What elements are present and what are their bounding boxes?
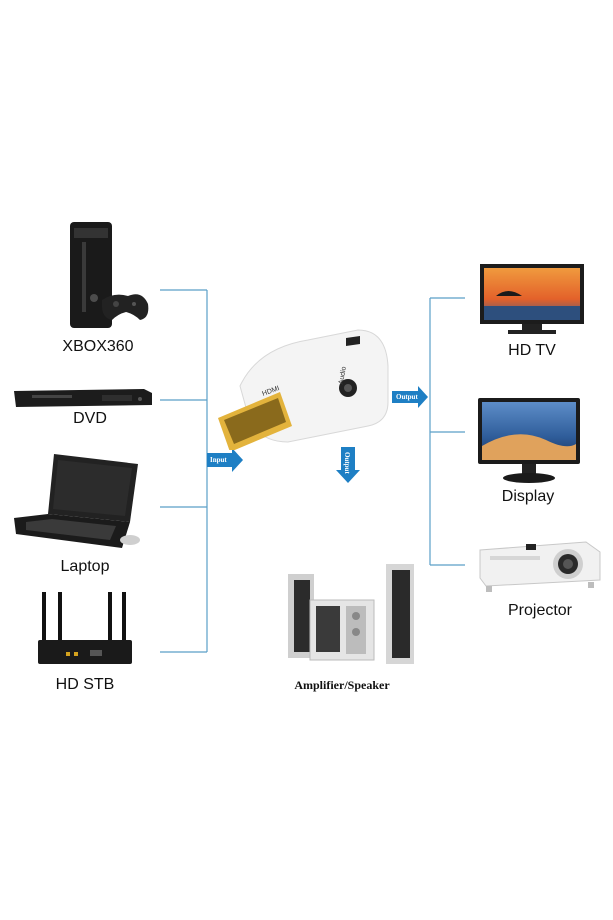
hd-tv-icon [480, 264, 584, 334]
input-arrow-label: Input [210, 456, 227, 464]
speaker-system-icon [288, 564, 414, 664]
output-label-display: Display [501, 488, 555, 505]
dvd-player-icon [14, 389, 152, 407]
input-label-laptop: Laptop [60, 558, 110, 575]
audio-output-label: Amplifier/Speaker [294, 678, 390, 692]
input-arrow [207, 448, 243, 472]
input-label-xbox360: XBOX360 [62, 338, 134, 355]
display-monitor-icon [478, 398, 580, 483]
hdmi-vga-adapter-icon [218, 329, 389, 450]
output-arrow [392, 386, 428, 408]
router-stb-icon [38, 592, 132, 664]
input-label-hd-stb: HD STB [55, 676, 115, 693]
output-label-projector: Projector [507, 602, 573, 619]
audio-arrow-label: Output [343, 452, 351, 474]
laptop-icon [14, 454, 140, 548]
audio-output-arrow [336, 447, 360, 483]
input-label-dvd: DVD [73, 410, 107, 427]
projector-icon [479, 541, 601, 592]
output-arrow-label: Output [396, 393, 418, 401]
output-label-hd-tv: HD TV [508, 342, 556, 359]
xbox360-console-icon [70, 222, 149, 328]
